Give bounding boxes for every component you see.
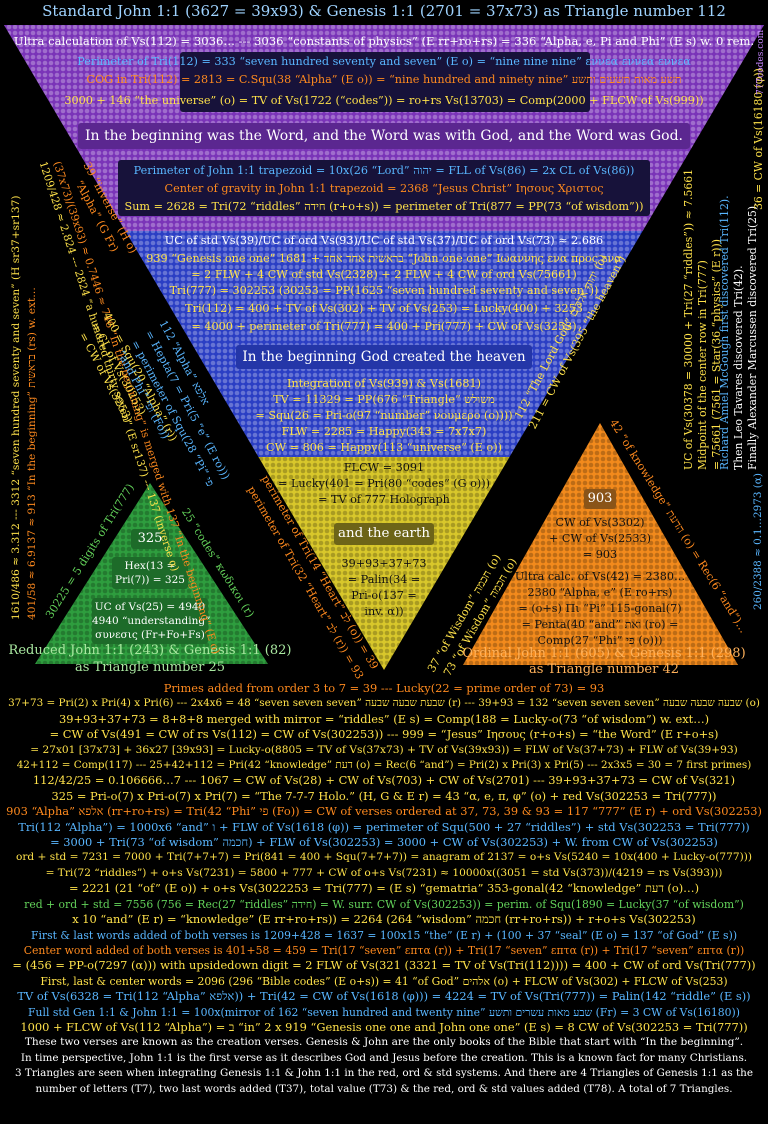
text-line: TV of Vs(6328 = Tri(112 “Alpha” אלפא)) +… [17,989,751,1004]
flcw-line: FLCW = 3091 [343,461,425,474]
right-number-box [584,489,616,509]
integration-flw: FLW = 2285 = Happy(343 = 7x7x7) [281,425,487,438]
text-line: First & last words added of both verses … [30,928,738,942]
ultra-calc-line: Ultra calculation of Vs(112) = 3036… ---… [13,34,755,48]
cog-line: COG in Tri(112) = 2813 = C.Squ(38 “Alpha… [86,73,682,86]
ultra-42-line-4: = Penta(40 “and” ואת (ro) = [521,618,679,631]
right-triangle-number: 903 [587,491,613,506]
tip-line-1: 39+93+37+73 [341,557,427,570]
text-line: = 2221 (21 “of” (E o)) + o+s Vs(3022253 … [68,881,700,896]
john-phrase: In the beginning was the Word, and the W… [84,128,683,144]
ultra-42-line-2: 2380 “Alpha, e” (E ro+rs) [527,586,673,599]
hex-line-1: Hex(13 = [124,560,176,572]
trapezoid-sum: Sum = 2628 = Tri(72 “riddles” חידה (r+o+… [124,200,644,213]
uc-ratio-line: UC of std Vs(39)/UC of ord Vs(93)/UC of … [164,234,604,247]
left-caption-2: as Triangle number 25 [74,660,225,675]
uc-line-3: συνεσις (Fr+Fo+Fs) [95,629,205,641]
text-line: These two verses are known as the creati… [24,1036,744,1049]
left-number-box [131,529,169,549]
perimeter777-line: = 4000 + perimeter of Tri(777) = 400 + P… [191,320,577,333]
text-line: 42+112 = Comp(117) --- 25+42+112 = Pri(4… [16,759,752,772]
text-line: Tri(112 “Alpha”) = 1000x6 “and” ו + FLW … [18,819,750,834]
right-column-4: Richard Amiel McGough first discovered T… [718,195,731,470]
text-line: x 10 “and” (E r) = “knowledge” (E rr+ro+… [72,912,696,927]
left-caption-1: Reduced John 1:1 (243) & Genesis 1:1 (82… [8,643,292,658]
text-line: Full std Gen 1:1 & John 1:1 = 100x(mirro… [28,1005,740,1019]
right-caption-1: Ordinal John 1:1 (605) & Genesis 1:1 (29… [462,646,746,661]
hex-box [112,557,188,589]
page-title: Standard John 1:1 (3627 = 39x93) & Genes… [42,2,726,20]
bottom-text-block: Primes added from order 3 to 7 = 39 --- … [0,681,768,1097]
holograph-line: = TV of 777 Holograph [318,493,450,506]
right-column-2: Midpoint of the center row in Tri(777) [696,260,709,470]
text-line: 903 “Alpha” אלפא (rr+ro+rs) = Tri(42 “Ph… [6,804,762,819]
tip-line-2: = Palin(34 = [347,573,421,586]
far-left-vertical-2: 401/58 ≈ 6.9137 ≈ 913 “In the beginning”… [26,287,38,620]
cw-line-2: + CW of Vs(2533) [549,532,651,545]
tri112-line: Tri(112) = 400 + TV of Vs(302) + TV of V… [185,302,583,315]
right-caption-2: as Triangle number 42 [528,662,679,677]
text-line: = 27x01 [37x73] + 36x27 [39x93] = Lucky-… [30,743,738,756]
earth-phrase: and the earth [338,526,430,541]
integration-title: Integration of Vs(939) & Vs(1681) [287,377,481,390]
ultra-42-line-3: = (o+s) Πι “Pi” 115-gonal(7) [518,602,682,615]
text-line: 1000 + FLCW of Vs(112 “Alpha”) = ב “in” … [20,1019,748,1034]
left-triangle-number: 325 [137,531,163,546]
text-line: = CW of Vs(491 = CW of rs Vs(112) = CW o… [49,727,719,742]
text-line: number of letters (T7), two last words a… [35,1082,733,1095]
trapezoid-cog: Center of gravity in John 1:1 trapezoid … [164,182,604,195]
text-line: 325 = Pri-o(7) x Pri-o(7) x Pri(7) = “Th… [51,788,717,803]
ultra-42-line-1: Ultra calc. of Vs(42) = 2380… [514,570,686,583]
universe-line: 3000 + 146 “the universe” (o) = TV of Vs… [64,94,704,107]
uc-line-2: 4940 “understanding” [92,615,211,627]
text-line: In time perspective, John 1:1 is the fir… [20,1051,748,1064]
trapezoid-box [118,160,650,216]
text-line: 39+93+37+73 = 8+8+8 merged with mirror =… [58,711,710,726]
hex-line-2: Pri(7)) = 325 [115,574,185,586]
right-column-6: Finally Alexander Marcussen discovered T… [746,202,759,470]
trapezoid-perimeter: Perimeter of John 1:1 trapezoid = 10x(26… [133,164,635,177]
uc-line-1: UC of Vs(25) = 4940 [94,601,206,613]
cw-line-1: CW of Vs(3302) [555,516,645,529]
earth-phrase-box [334,523,434,545]
text-line: ord + std = 7231 = 7000 + Tri(7+7+7) = P… [15,851,753,864]
site-watermark: 777codes.com [756,29,766,95]
purple-info-box [180,52,590,112]
tip-line-3: Pri-o(137 = [351,589,417,602]
genesis-phrase-box [236,345,532,369]
far-left-vertical-1: 1610/486 ≈ 3.312 --- 3312 “seven hundred… [10,195,22,621]
ultra-42-line-5: Comp(27 “Phi” פי (o))) [537,634,663,647]
text-line: 112/42/25 = 0.106666…7 --- 1067 = CW of … [32,773,736,788]
integration-cw: CW = 806 = Happy(113 “universe” (E o)) [266,441,502,454]
tip-line-4: inv. α)) [364,605,404,618]
text-line: 37+73 = Pri(2) x Pri(4) x Pri(6) --- 2x4… [8,697,760,710]
text-line: First, last & center words = 2096 (296 “… [40,974,728,988]
lucky-line: = Lucky(401 = Pri(80 “codes” (G o))) [278,477,490,490]
text-line: red + ord + std = 7556 (756 = Rec(27 “ri… [24,897,744,911]
right-column-1: UC of Vs(30378 = 30000 + Tri(27 “riddles… [682,169,695,470]
john-phrase-box [78,123,690,149]
integration-squ: = Squ(26 = Pri-o(97 “number” νουμερο (o)… [255,409,513,422]
text-line: Primes added from order 3 to 7 = 39 --- … [163,681,605,695]
right-column-8: 260/2388 ≈ 0.1…2973 (α) [752,473,764,610]
cw-line-3: = 903 [582,548,618,561]
text-line: = Tri(72 “riddles”) + o+s Vs(7231) = 580… [45,866,723,879]
genesis-john-line: 939 “Genesis one one” בראשית אחד אחד + 1… [146,252,622,265]
uc-box [92,598,208,644]
genesis-phrase: In the beginning God created the heaven [242,349,526,365]
text-line: = 3000 + Tri(73 “of wisdom” חכמה) + FLW … [50,835,718,850]
text-line: Center word added of both verses is 401+… [23,943,745,957]
flw-cw-line: = 2 FLW + 4 CW of std Vs(2328) + 2 FLW +… [191,268,577,281]
integration-tv: TV = 11329 = PP(676 “Triangle” משולש [273,393,495,406]
text-line: 3 Triangles are seen when integrating Ge… [14,1067,754,1080]
right-column-5: Then Leo Tavares discovered Tri(42). [732,265,745,470]
tri777-line: Tri(777) = 302253 (30253 = PP(1625 “seve… [169,284,599,297]
text-line: = (456 = PP-o(7297 (α))) with upsidedown… [12,958,756,973]
perimeter-line: Perimeter of Tri(112) = 333 “seven hundr… [77,55,691,68]
